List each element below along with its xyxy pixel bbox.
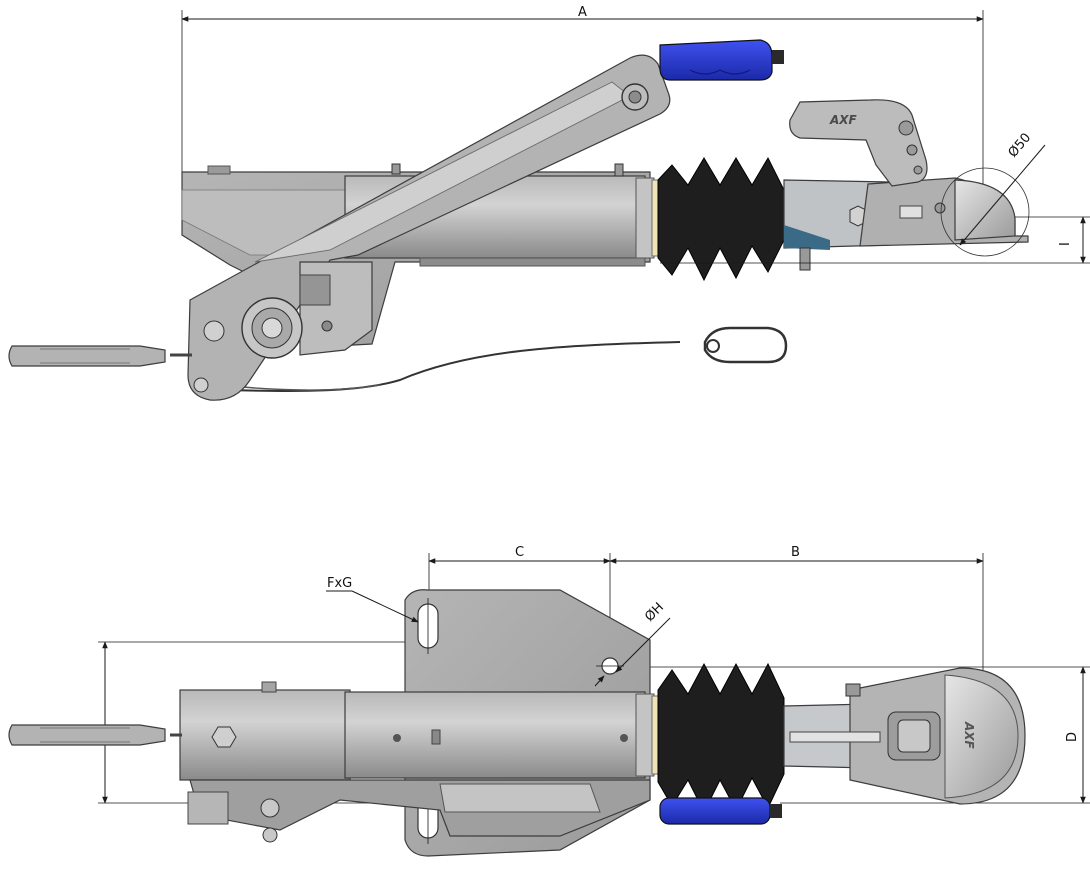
lever-lower-bolt <box>203 320 225 342</box>
plan-coupling-ball-cap <box>944 674 1019 799</box>
plan-handbrake-grip <box>659 797 771 825</box>
dimension-label-i: I <box>1058 242 1073 246</box>
tube-underside <box>419 257 646 267</box>
bellows-boot <box>657 156 785 282</box>
dimension-label-ball: Ø50 <box>1006 130 1035 160</box>
handbrake-lever <box>187 54 671 401</box>
tube-collar <box>635 177 655 259</box>
lever-foot-bolt <box>193 377 209 393</box>
plan-hex-bolt <box>211 726 237 748</box>
plan-turnbuckle <box>8 724 166 746</box>
coupling-brand-plan: AXF <box>962 721 976 750</box>
dimension-label-c: C <box>515 545 524 560</box>
plan-outer-tube <box>179 689 351 781</box>
plan-view: C B E D FxG ØH <box>8 545 1090 857</box>
hole-leader <box>615 617 671 673</box>
hole-leader-back <box>594 675 605 687</box>
gas-spring-housing <box>299 274 331 306</box>
coupling-bottom-bolt <box>799 247 811 271</box>
side-view: A <box>8 5 1090 401</box>
dimension-label-hole: ØH <box>642 600 667 625</box>
grip-end-cap <box>772 50 784 64</box>
dimension-label-slot: FxG <box>327 576 352 591</box>
slot-leader <box>351 590 419 623</box>
plan-brake-nut <box>260 798 280 818</box>
coupling-brand-top: AXF <box>829 113 858 127</box>
dimension-label-d: D <box>1065 732 1080 742</box>
breakaway-carabiner <box>703 326 788 364</box>
carabiner-ring <box>706 339 720 353</box>
tube-ring <box>651 179 659 257</box>
plan-bellows-boot <box>657 662 785 814</box>
coupling-handle <box>789 99 928 187</box>
coupling-ball-outline <box>940 167 1030 257</box>
brake-rod-turnbuckle <box>8 345 166 367</box>
dimension-label-b: B <box>791 545 800 560</box>
ball-diameter-leader <box>959 144 1046 246</box>
handbrake-grip <box>659 39 773 81</box>
breakaway-cable <box>229 341 681 392</box>
coupling-shaft-blue-edge <box>784 225 830 250</box>
coupling-ball-housing <box>954 179 1016 241</box>
housing-top-cap <box>207 165 231 175</box>
plan-inner-tube <box>344 691 646 779</box>
dimension-label-a: A <box>578 5 587 20</box>
